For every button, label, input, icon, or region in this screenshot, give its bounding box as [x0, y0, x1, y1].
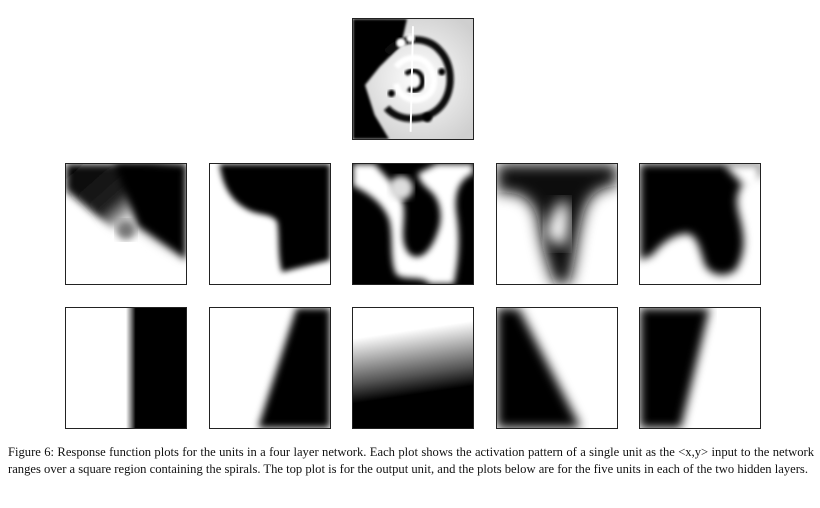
output-unit-plot [352, 18, 474, 140]
hidden-layer-2-unit-3-plot [352, 163, 474, 285]
hidden-layer-2-unit-4-plot [496, 163, 618, 285]
hidden-layer-2-unit-2-plot [209, 163, 331, 285]
hidden-layer-1-unit-3-plot [352, 307, 474, 429]
hidden-layer-2-unit-5-plot [639, 163, 761, 285]
hidden-layer-1-unit-4-plot [496, 307, 618, 429]
hidden-layer-1-unit-5-plot [639, 307, 761, 429]
hidden-layer-1-unit-1-plot [65, 307, 187, 429]
hidden-layer-2-unit-1-plot [65, 163, 187, 285]
figure-caption: Figure 6: Response function plots for th… [8, 445, 814, 476]
hidden-layer-1-unit-2-plot [209, 307, 331, 429]
